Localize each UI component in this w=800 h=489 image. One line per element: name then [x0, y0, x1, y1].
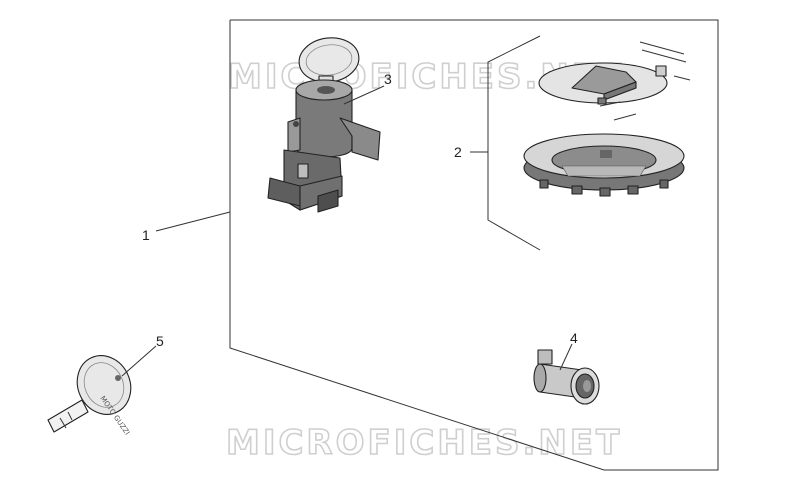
kit-frame [229, 19, 719, 471]
callout-3: 3 [384, 71, 392, 87]
fuel-cap-lid [538, 41, 691, 121]
leader-3 [343, 85, 385, 105]
spare-key-part: MOTO GUZZI [47, 355, 132, 437]
leader-5 [121, 345, 157, 377]
callout-1: 1 [142, 227, 150, 243]
fuel-cap-frame [487, 35, 541, 251]
leader-1 [155, 211, 231, 232]
fuel-cap-ring [523, 133, 685, 197]
ignition-key [298, 37, 360, 91]
watermark-bottom: MICROFICHES.NET [226, 423, 622, 463]
ignition-lock-part [267, 37, 381, 213]
lock-barrel-part [533, 349, 600, 405]
leader-4 [559, 343, 573, 371]
callout-2: 2 [454, 144, 462, 160]
callout-4: 4 [570, 330, 578, 346]
fuel-cap-part [523, 41, 691, 197]
callout-5: 5 [156, 333, 164, 349]
